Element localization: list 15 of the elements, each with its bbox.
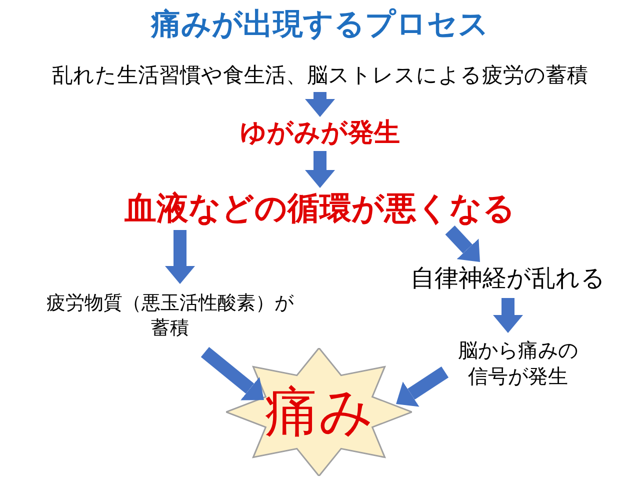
step-text: 脳から痛みの信号が発生	[457, 337, 579, 389]
step-text: ゆがみが発生	[240, 117, 400, 150]
step-text: 疲労物質（悪玉活性酸素）が蓄積	[46, 291, 295, 341]
block-arrow	[493, 298, 523, 333]
block-arrow	[165, 230, 195, 284]
step-text: 自律神経が乱れる	[410, 263, 606, 294]
block-arrow	[445, 226, 480, 262]
block-arrow	[305, 151, 335, 188]
step-text: 乱れた生活習慣や食生活、脳ストレスによる疲労の蓄積	[52, 62, 588, 90]
block-arrow	[396, 366, 449, 407]
block-arrow	[305, 92, 335, 117]
title: 痛みが出現するプロセス	[150, 6, 490, 44]
block-arrow	[200, 346, 264, 400]
step-text: 血液などの循環が悪くなる	[124, 188, 516, 230]
result-text: 痛み	[264, 378, 374, 445]
